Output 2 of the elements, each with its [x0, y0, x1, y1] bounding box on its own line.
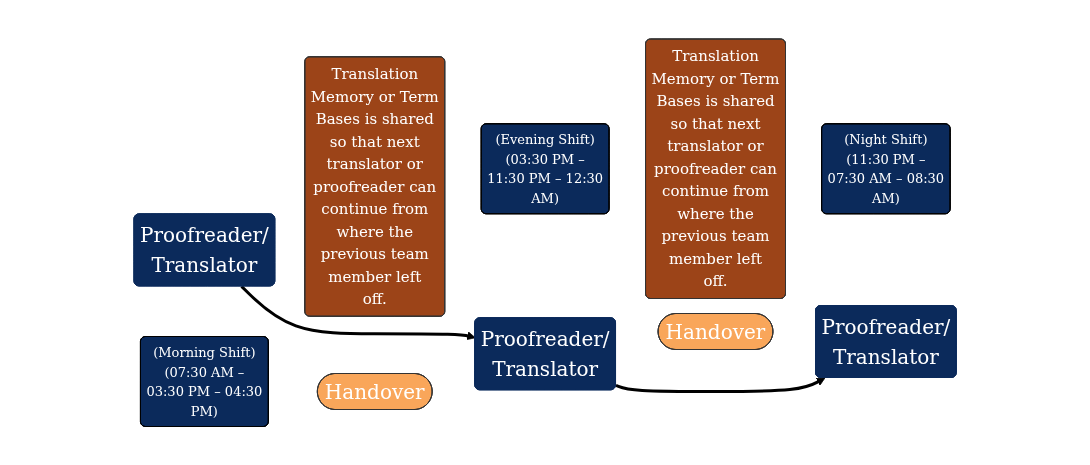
arrow — [615, 377, 826, 393]
arrow — [240, 285, 476, 340]
